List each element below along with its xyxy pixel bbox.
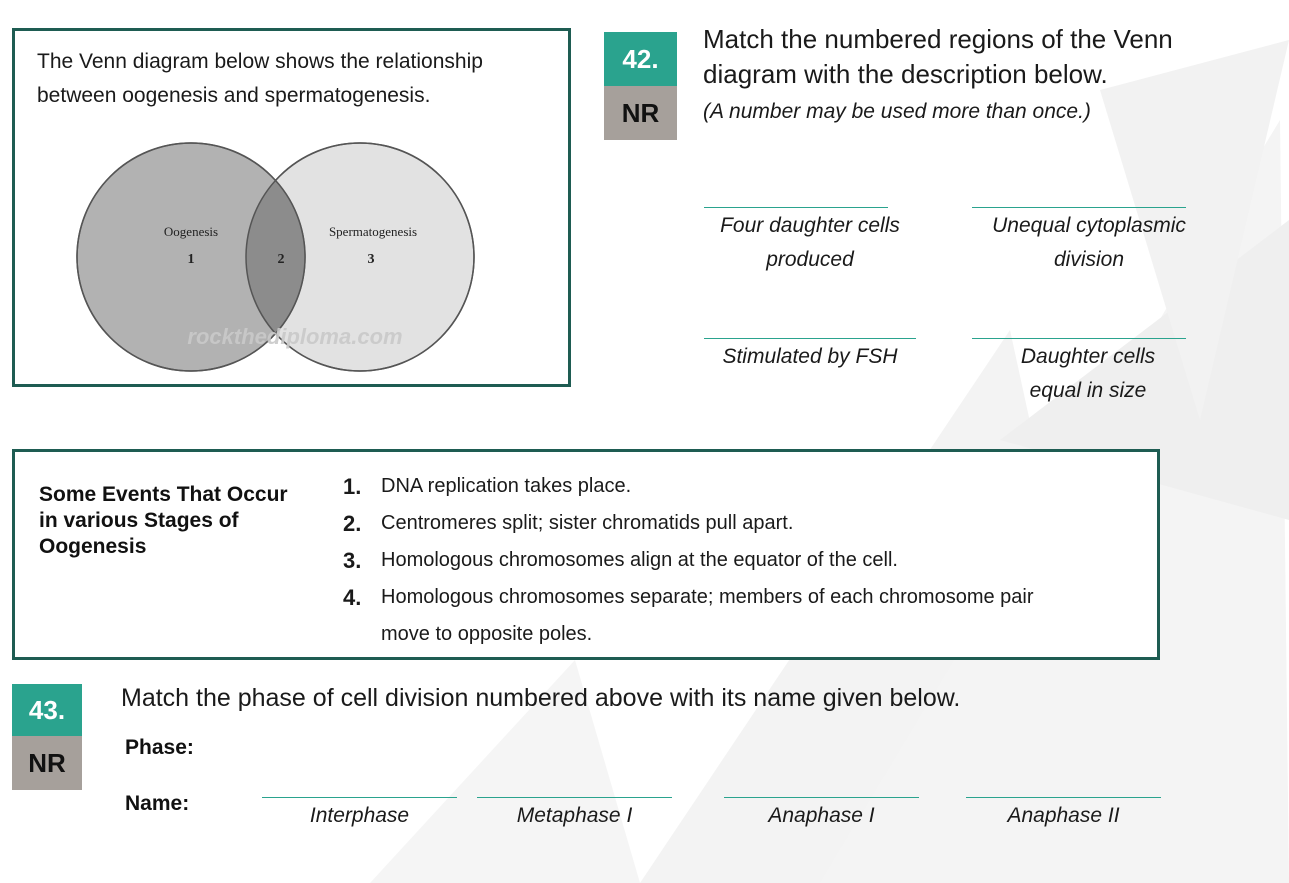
q42-question-text: Match the numbered regions of the Venn d… bbox=[703, 24, 1173, 89]
venn-region-2: 2 bbox=[278, 252, 285, 267]
q42-answer-line-1[interactable] bbox=[704, 207, 888, 208]
q42-answer-label-4: Daughter cells equal in size bbox=[1020, 345, 1156, 402]
events-title: Some Events That Occur in various Stages… bbox=[39, 483, 288, 558]
event-item: 3. Homologous chromosomes align at the e… bbox=[343, 542, 1143, 579]
event-number: 4. bbox=[343, 585, 362, 610]
q43-answer-line-2[interactable] bbox=[477, 797, 672, 798]
q42-note: (A number may be used more than once.) bbox=[703, 100, 1091, 123]
venn-region-3: 3 bbox=[368, 252, 375, 267]
q42-answer-line-3[interactable] bbox=[704, 338, 916, 339]
venn-intro-text: The Venn diagram below shows the relatio… bbox=[37, 50, 483, 107]
q42-answer-line-2[interactable] bbox=[972, 207, 1186, 208]
venn-label-spermatogenesis: Spermatogenesis bbox=[329, 224, 417, 239]
venn-region-1: 1 bbox=[188, 252, 195, 267]
q43-name-4: Anaphase II bbox=[1007, 804, 1120, 827]
oogenesis-events-box: Some Events That Occur in various Stages… bbox=[12, 449, 1160, 660]
event-number: 1. bbox=[343, 474, 362, 499]
q43-answer-line-3[interactable] bbox=[724, 797, 919, 798]
venn-diagram: Oogenesis 1 2 Spermatogenesis 3 rockthed… bbox=[76, 142, 475, 372]
event-number: 3. bbox=[343, 548, 362, 573]
q43-answer-line-4[interactable] bbox=[966, 797, 1161, 798]
q43-phase-label: Phase: bbox=[125, 736, 194, 759]
q43-name-label: Name: bbox=[125, 792, 190, 815]
venn-diagram-box: The Venn diagram below shows the relatio… bbox=[12, 28, 571, 387]
venn-watermark-text: rockthediploma.com bbox=[187, 324, 402, 349]
q43-type-badge: NR bbox=[12, 736, 82, 790]
event-item: 4. Homologous chromosomes separate; memb… bbox=[343, 579, 1143, 653]
event-item: 2. Centromeres split; sister chromatids … bbox=[343, 505, 1143, 542]
q42-answer-label-2: Unequal cytoplasmic division bbox=[992, 214, 1186, 271]
event-number: 2. bbox=[343, 511, 362, 536]
q42-number-badge: 42. bbox=[604, 32, 677, 86]
q42-type-badge: NR bbox=[604, 86, 677, 140]
q42-answer-label-1: Four daughter cells produced bbox=[720, 214, 900, 271]
q42-answer-label-3: Stimulated by FSH bbox=[722, 345, 898, 368]
q43-name-1: Interphase bbox=[309, 804, 410, 827]
event-text: Homologous chromosomes separate; members… bbox=[381, 586, 1034, 645]
event-text: DNA replication takes place. bbox=[381, 475, 632, 497]
q43-name-3: Anaphase I bbox=[768, 804, 875, 827]
events-list: 1. DNA replication takes place. 2. Centr… bbox=[343, 468, 1143, 653]
event-text: Homologous chromosomes align at the equa… bbox=[381, 549, 898, 571]
venn-label-oogenesis: Oogenesis bbox=[164, 224, 218, 239]
q43-question-text: Match the phase of cell division numbere… bbox=[121, 684, 961, 712]
q43-name-2: Metaphase I bbox=[516, 804, 633, 827]
event-item: 1. DNA replication takes place. bbox=[343, 468, 1143, 505]
event-text: Centromeres split; sister chromatids pul… bbox=[381, 512, 794, 534]
q43-number-badge: 43. bbox=[12, 684, 82, 736]
q42-answer-line-4[interactable] bbox=[972, 338, 1186, 339]
q43-answer-line-1[interactable] bbox=[262, 797, 457, 798]
